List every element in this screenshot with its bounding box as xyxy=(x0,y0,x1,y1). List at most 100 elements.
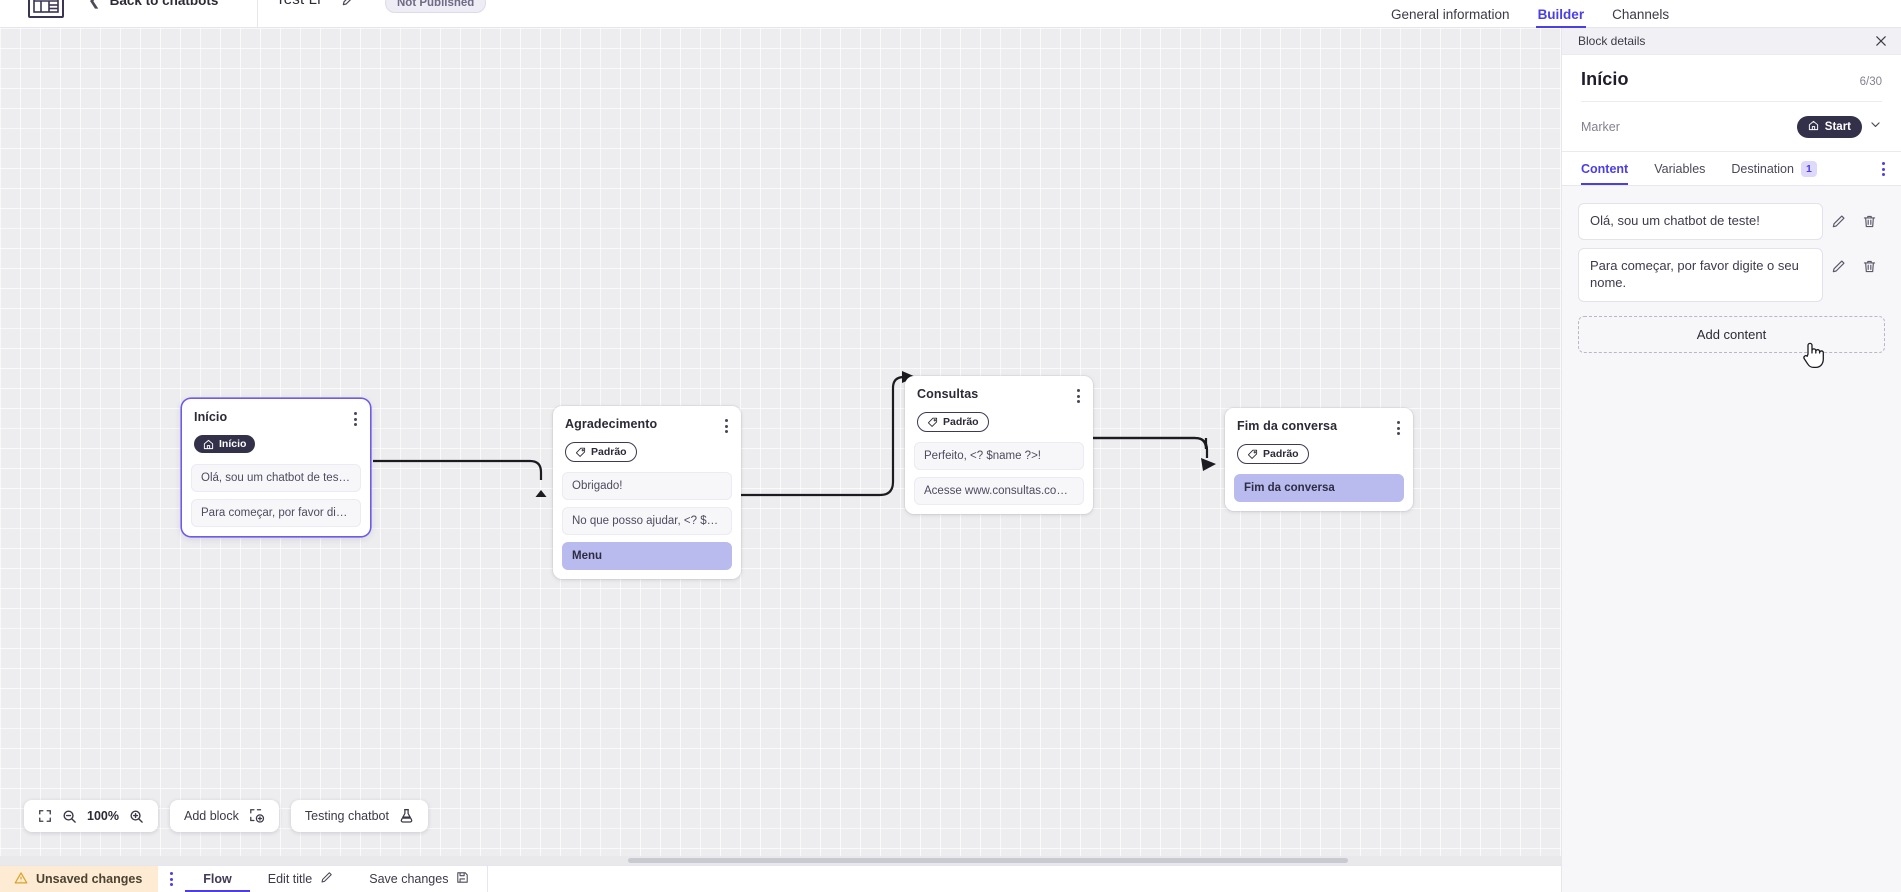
chevron-down-icon xyxy=(1869,118,1882,136)
panel-content-list: Olá, sou um chatbot de teste! Para começ… xyxy=(1562,186,1901,353)
add-content-button[interactable]: Add content xyxy=(1578,315,1885,353)
page-title: Início xyxy=(1581,69,1629,89)
tab-destination[interactable]: Destination 1 xyxy=(1731,152,1817,185)
zoom-out-icon[interactable] xyxy=(62,809,77,824)
node-marker-badge: Início xyxy=(194,435,256,453)
status-badge: Not Published xyxy=(385,0,487,13)
node-message[interactable]: Olá, sou um chatbot de teste! xyxy=(191,463,361,492)
node-message[interactable]: No que posso ajudar, <? $name ... xyxy=(562,506,732,535)
flow-node-consultas[interactable]: Consultas Padrão Perfeito, <? $name ?>! … xyxy=(905,376,1093,514)
tab-general-information[interactable]: General information xyxy=(1391,7,1510,22)
node-header: Início xyxy=(182,399,370,428)
marker-select[interactable]: Start xyxy=(1796,116,1882,138)
tab-channels[interactable]: Channels xyxy=(1612,7,1670,22)
node-marker-label: Padrão xyxy=(943,416,979,428)
status-tab-flow[interactable]: Flow xyxy=(185,866,251,892)
panel-kebab-menu-icon[interactable] xyxy=(1878,160,1889,178)
edit-title-label: Edit title xyxy=(267,872,313,886)
top-bar: ❮ Back to chatbots Test Li Not Published… xyxy=(0,0,1901,28)
content-text[interactable]: Olá, sou um chatbot de teste! xyxy=(1578,203,1823,241)
node-tag-row: Início xyxy=(182,428,370,464)
node-message[interactable]: Obrigado! xyxy=(562,471,732,500)
block-details-panel: Block details Início 6/30 Marker Start xyxy=(1561,28,1901,892)
chevron-left-icon: ❮ xyxy=(88,0,101,9)
content-text[interactable]: Para começar, por favor digite o seu nom… xyxy=(1578,248,1823,302)
tab-content[interactable]: Content xyxy=(1581,153,1629,186)
flask-icon xyxy=(399,808,414,824)
tab-variables[interactable]: Variables xyxy=(1654,153,1705,184)
warning-icon xyxy=(14,871,28,888)
tag-icon xyxy=(1247,449,1258,460)
node-tag-row: Padrão xyxy=(905,405,1093,442)
node-message-menu[interactable]: Menu xyxy=(562,541,732,570)
zoom-level: 100% xyxy=(87,809,119,823)
fit-screen-icon[interactable] xyxy=(38,809,52,823)
chatbot-title: Test Li xyxy=(276,0,321,8)
node-messages: Fim da conversa xyxy=(1225,473,1413,502)
testing-chatbot-label: Testing chatbot xyxy=(304,809,389,823)
testing-chatbot-button[interactable]: Testing chatbot xyxy=(290,800,428,832)
close-icon[interactable] xyxy=(1874,34,1888,48)
node-marker-label: Padrão xyxy=(1263,448,1299,460)
panel-title-row: Início 6/30 xyxy=(1581,69,1882,102)
flow-node-agradecimento[interactable]: Agradecimento Padrão Obrigado! No que po… xyxy=(553,406,741,579)
status-kebab-menu-icon[interactable] xyxy=(158,866,185,892)
content-item: Olá, sou um chatbot de teste! xyxy=(1578,203,1885,241)
node-message[interactable]: Para começar, por favor digite o ... xyxy=(191,498,361,527)
flow-node-inicio[interactable]: Início Início Olá, sou um chatbot de tes… xyxy=(182,399,370,536)
node-tag-row: Padrão xyxy=(1225,437,1413,474)
node-title: Início xyxy=(194,410,228,424)
topbar-divider xyxy=(257,0,258,28)
tab-builder[interactable]: Builder xyxy=(1524,7,1599,28)
bottom-status-bar: Unsaved changes Flow Edit title Save cha… xyxy=(0,865,1561,892)
brand-logo-icon[interactable] xyxy=(28,0,64,18)
node-marker-badge: Padrão xyxy=(917,412,989,432)
edit-title-button[interactable]: Edit title xyxy=(250,866,351,892)
pencil-icon[interactable] xyxy=(341,0,356,12)
node-menu-button[interactable] xyxy=(1074,387,1083,405)
status-divider xyxy=(487,866,489,892)
flow-canvas[interactable]: Início Início Olá, sou um chatbot de tes… xyxy=(0,28,1561,865)
content-item: Para começar, por favor digite o seu nom… xyxy=(1578,248,1885,302)
scrollbar-thumb[interactable] xyxy=(628,858,1348,863)
char-counter: 6/30 xyxy=(1859,76,1882,88)
flow-node-fim-da-conversa[interactable]: Fim da conversa Padrão Fim da conversa xyxy=(1225,408,1413,511)
node-menu-button[interactable] xyxy=(1394,419,1403,437)
node-message-endchat[interactable]: Fim da conversa xyxy=(1234,473,1404,502)
zoom-in-icon[interactable] xyxy=(129,809,144,824)
add-block-button[interactable]: Add block xyxy=(169,800,279,832)
home-icon xyxy=(203,439,214,450)
node-menu-button[interactable] xyxy=(351,410,360,428)
node-title: Fim da conversa xyxy=(1237,419,1338,433)
pencil-icon[interactable] xyxy=(1823,254,1854,278)
panel-header: Block details xyxy=(1562,28,1901,55)
node-header: Consultas xyxy=(905,376,1093,405)
tab-destination-label: Destination xyxy=(1731,162,1794,177)
pencil-icon[interactable] xyxy=(1823,209,1854,233)
node-messages: Perfeito, <? $name ?>! Acesse www.consul… xyxy=(905,441,1093,505)
unsaved-changes-label: Unsaved changes xyxy=(36,872,143,886)
zoom-controls: 100% xyxy=(24,800,158,832)
tag-icon xyxy=(927,417,938,428)
save-changes-label: Save changes xyxy=(369,872,449,886)
node-menu-button[interactable] xyxy=(722,417,731,435)
tab-variables-label: Variables xyxy=(1654,162,1706,177)
canvas-toolbar: 100% Add block Testing chatbot xyxy=(24,800,428,832)
node-title: Consultas xyxy=(917,387,979,401)
node-marker-label: Padrão xyxy=(591,446,627,458)
destination-count-badge: 1 xyxy=(1800,161,1817,178)
tab-content-label: Content xyxy=(1581,162,1629,177)
node-message[interactable]: Perfeito, <? $name ?>! xyxy=(914,441,1084,470)
trash-icon[interactable] xyxy=(1854,254,1885,278)
save-changes-button[interactable]: Save changes xyxy=(351,866,487,892)
trash-icon[interactable] xyxy=(1854,209,1885,233)
node-header: Fim da conversa xyxy=(1225,408,1413,437)
node-header: Agradecimento xyxy=(553,406,741,435)
marker-row: Marker Start xyxy=(1581,102,1882,151)
node-tag-row: Padrão xyxy=(553,435,741,472)
back-to-chatbots-link[interactable]: ❮ Back to chatbots xyxy=(88,0,218,9)
canvas-horizontal-scrollbar[interactable] xyxy=(0,856,1561,865)
tag-icon xyxy=(575,447,586,458)
node-message[interactable]: Acesse www.consultas.com par... xyxy=(914,476,1084,505)
panel-tab-bar: Content Variables Destination 1 xyxy=(1562,152,1901,187)
